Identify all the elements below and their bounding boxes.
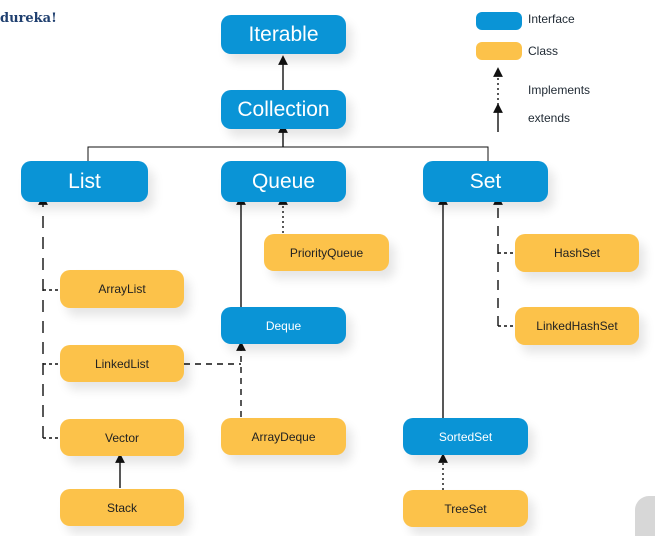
legend-interface-swatch bbox=[476, 12, 522, 30]
node-linkedhashset: LinkedHashSet bbox=[515, 307, 639, 345]
legend-extends-label: extends bbox=[528, 111, 571, 125]
node-priorityqueue: PriorityQueue bbox=[264, 234, 389, 271]
edge-bus-horizontal bbox=[87, 146, 489, 162]
brand-logo-text: dureka! bbox=[0, 11, 57, 26]
node-vector: Vector bbox=[60, 419, 184, 456]
legend-class-swatch bbox=[476, 42, 522, 60]
node-treeset: TreeSet bbox=[403, 490, 528, 527]
node-stack: Stack bbox=[60, 489, 184, 526]
node-queue: Queue bbox=[221, 161, 346, 202]
legend-implements-label: Implements bbox=[528, 83, 591, 97]
node-linkedlist: LinkedList bbox=[60, 345, 184, 382]
corner-decoration bbox=[635, 496, 655, 536]
node-iterable: Iterable bbox=[221, 15, 346, 54]
node-hashset: HashSet bbox=[515, 234, 639, 272]
node-deque: Deque bbox=[221, 307, 346, 344]
node-collection: Collection bbox=[221, 90, 346, 129]
node-set: Set bbox=[423, 161, 548, 202]
legend-class-label: Class bbox=[528, 44, 559, 58]
legend-interface-label: Interface bbox=[528, 12, 575, 26]
node-list: List bbox=[21, 161, 148, 202]
node-arraylist: ArrayList bbox=[60, 270, 184, 308]
node-sortedset: SortedSet bbox=[403, 418, 528, 455]
node-arraydeque: ArrayDeque bbox=[221, 418, 346, 455]
